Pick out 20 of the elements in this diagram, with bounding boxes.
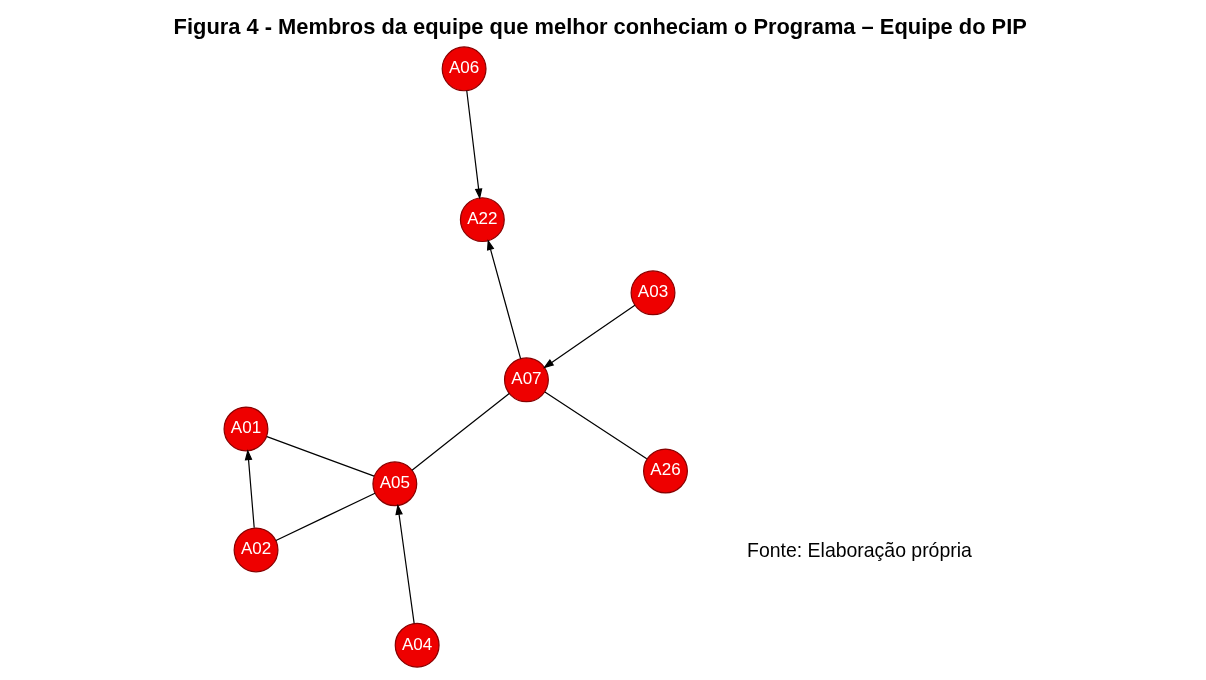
arrow	[542, 304, 635, 369]
node-circle: A06	[441, 46, 487, 92]
diagram-title: Figura 4 - Membros da equipe que melhor conheciam o Programa – Equipe do PIP	[173, 14, 1027, 40]
node-circle: A01	[222, 406, 268, 452]
node-circle: A02	[233, 527, 279, 573]
node-circle: A05	[371, 461, 417, 507]
node-circle: A07	[503, 357, 549, 403]
arrow	[244, 449, 255, 529]
node-circle: A04	[394, 622, 440, 668]
connector	[410, 392, 510, 471]
connector	[274, 492, 376, 542]
node-circle: A26	[642, 448, 688, 494]
connector	[543, 391, 647, 460]
node-circle: A22	[459, 197, 505, 243]
node-circle: A03	[630, 270, 675, 316]
connector	[265, 436, 375, 477]
caption: Fonte: Elaboração própria	[746, 539, 972, 562]
arrow	[394, 503, 415, 625]
arrow	[486, 239, 521, 360]
arrow	[465, 90, 482, 200]
